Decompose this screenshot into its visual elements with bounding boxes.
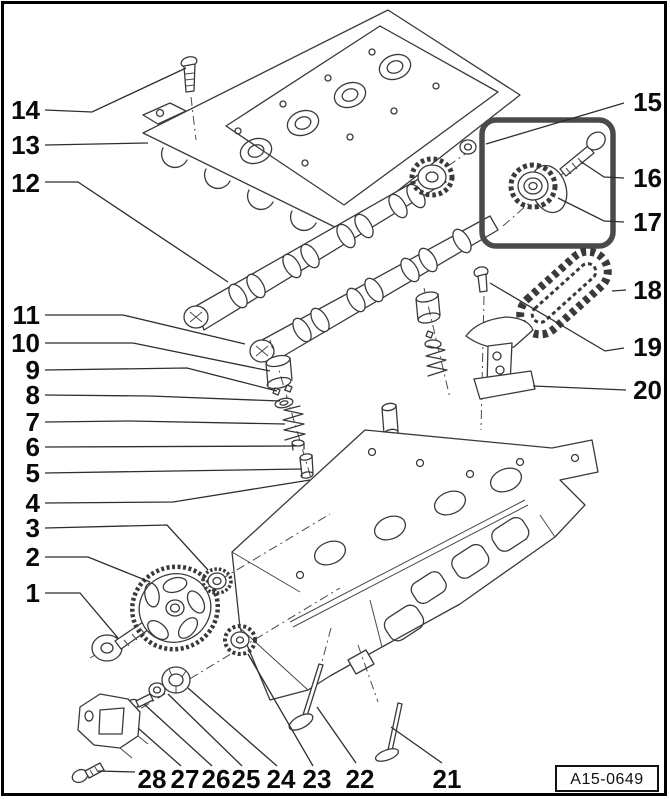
callout-1: 1	[26, 578, 40, 608]
valve-stem-seal	[291, 439, 305, 451]
callout-23: 23	[303, 764, 332, 794]
leader-10	[45, 342, 271, 372]
small-sprocket	[223, 624, 257, 656]
leader-18	[611, 289, 627, 292]
support-bracket	[77, 693, 149, 759]
pulley-hub	[201, 567, 233, 595]
leader-12	[45, 181, 229, 283]
callout-17: 17	[633, 207, 662, 237]
leader-9	[44, 367, 278, 392]
leader-7	[44, 420, 286, 425]
leader-2	[45, 556, 151, 583]
lower-bolt	[71, 762, 105, 784]
camshaft-adjuster-bolt	[559, 131, 606, 177]
valve-keepers	[272, 384, 293, 396]
leader-3	[44, 524, 209, 571]
leader-lines	[44, 67, 627, 773]
leader-13	[44, 142, 149, 146]
callout-22: 22	[346, 764, 375, 794]
callout-21: 21	[433, 764, 462, 794]
callout-14: 14	[11, 95, 40, 125]
upper-spring-seat	[274, 397, 294, 409]
valve-keepers-2	[425, 330, 434, 339]
leader-21	[390, 726, 443, 764]
camshaft-adjuster-sprocket	[508, 162, 568, 214]
callout-12: 12	[11, 168, 40, 198]
seal-ring	[161, 666, 191, 694]
callout-15: 15	[633, 87, 662, 117]
leader-23	[247, 653, 314, 767]
leader-27	[137, 727, 182, 767]
leader-11	[45, 314, 246, 345]
callout-16: 16	[633, 163, 662, 193]
callout-28: 28	[138, 764, 167, 794]
callout-18: 18	[633, 275, 662, 305]
timing-chain	[516, 247, 612, 339]
leader-6	[44, 445, 297, 448]
exhaust-camshaft	[249, 139, 602, 365]
camshaft-timing-pulley	[129, 564, 221, 652]
camshaft-adjuster-highlight-box	[479, 117, 616, 249]
callout-5: 5	[26, 458, 40, 488]
callout-3: 3	[26, 513, 40, 543]
leader-17	[557, 197, 625, 223]
camshaft-bearing-ladder	[225, 25, 499, 206]
bucket-tappet-2	[415, 291, 441, 324]
callout-24: 24	[267, 764, 296, 794]
leader-4	[44, 479, 311, 504]
leader-19	[489, 282, 625, 352]
callout-26: 26	[202, 764, 231, 794]
valve-guide	[299, 453, 314, 479]
callout-19: 19	[633, 332, 662, 362]
figure-code-box: A15-0649	[555, 765, 659, 792]
callout-4: 4	[26, 488, 41, 518]
leader-5	[44, 468, 303, 474]
intake-camshaft	[183, 144, 479, 331]
callout-20: 20	[633, 375, 662, 405]
figure-code: A15-0649	[570, 771, 643, 788]
leader-22	[316, 706, 357, 764]
callout-6: 6	[26, 432, 40, 462]
callout-7: 7	[26, 407, 40, 437]
callout-9: 9	[26, 355, 40, 385]
callout-10: 10	[11, 328, 40, 358]
callout-8: 8	[26, 380, 40, 410]
leader-26	[143, 703, 213, 767]
callout-11: 11	[13, 300, 41, 330]
cover-bolt	[180, 56, 198, 141]
leader-24	[187, 687, 278, 767]
callout-13: 13	[11, 130, 40, 160]
leader-20	[532, 385, 627, 391]
chain-tensioner	[465, 316, 536, 400]
leader-28	[97, 770, 136, 773]
intake-valve	[357, 644, 403, 762]
callouts: 14 13 12 11 10 9 8 7 6 5 4 3 2 1 15 16 1…	[11, 87, 662, 794]
leader-15	[485, 102, 625, 145]
exhaust-valve	[288, 627, 332, 731]
callout-2: 2	[26, 542, 40, 572]
callout-25: 25	[232, 764, 261, 794]
leader-16	[579, 160, 625, 179]
bucket-tappet	[265, 354, 293, 390]
cylinder-head	[231, 429, 599, 701]
leader-1	[45, 592, 119, 639]
tensioner-bolt	[473, 266, 489, 431]
camshaft-adjuster-washer	[459, 139, 477, 155]
valve-spring	[282, 405, 306, 441]
leader-25	[167, 693, 243, 767]
leader-14	[44, 67, 187, 113]
leader-8	[44, 394, 281, 402]
valve-spring-2	[425, 345, 448, 377]
end-cap	[148, 682, 166, 698]
callout-27: 27	[171, 764, 200, 794]
